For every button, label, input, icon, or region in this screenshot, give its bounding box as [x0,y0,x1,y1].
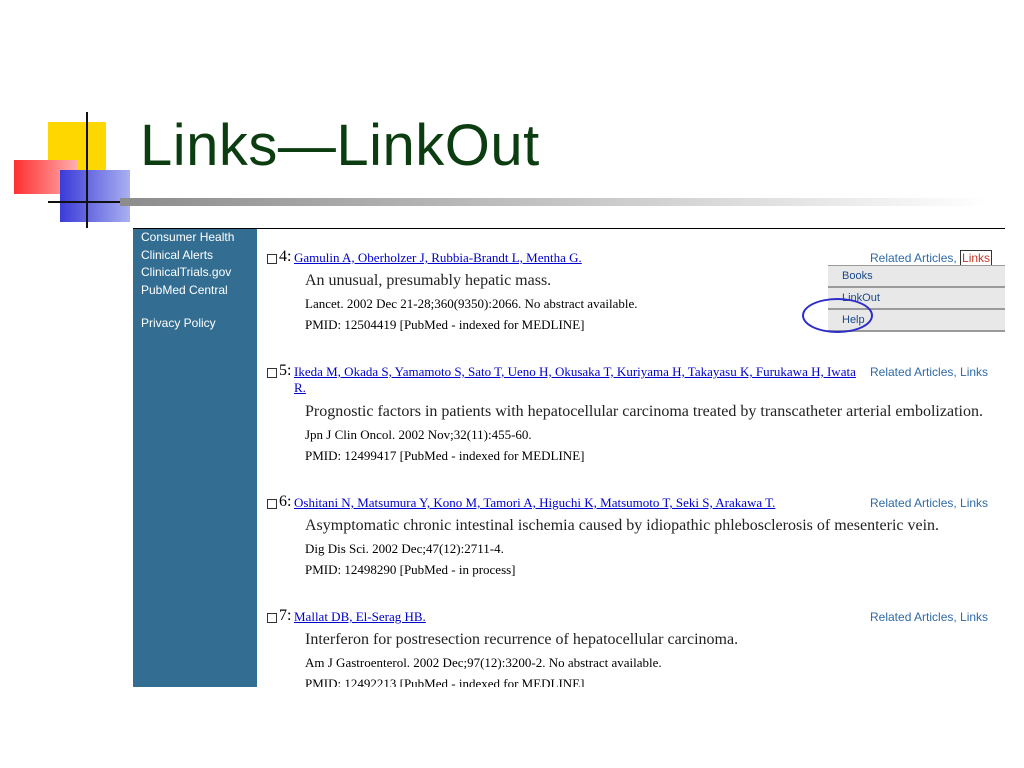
slide-title: Links—LinkOut [140,113,540,178]
result-title: Interferon for postresection recurrence … [305,631,739,648]
logo-vertical-line [86,112,88,228]
result-authors-link[interactable]: Gamulin A, Oberholzer J, Rubbia-Brandt L… [294,250,582,265]
sidebar: Consumer Health Clinical Alerts Clinical… [133,228,257,687]
separator: , [953,496,961,510]
related-articles-link[interactable]: Related Articles [870,496,954,510]
logo-blue-square [60,170,130,222]
sidebar-gap [133,299,257,315]
links-dropdown-menu: Books LinkOut Help [828,265,1005,332]
result-pmid: PMID: 12492213 [PubMed - indexed for MED… [305,676,585,687]
logo-horizontal-line [48,201,130,203]
menu-item-help[interactable]: Help [828,310,1005,332]
result-pmid: PMID: 12504419 [PubMed - indexed for MED… [305,317,585,332]
result-checkbox[interactable] [267,613,277,623]
slide-logo [0,0,140,230]
related-articles-link[interactable]: Related Articles [870,610,954,624]
result-title: An unusual, presumably hepatic mass. [305,272,552,289]
links-button[interactable]: Links [960,610,989,624]
result-checkbox[interactable] [267,368,277,378]
result-pmid: PMID: 12498290 [PubMed - in process] [305,562,516,577]
screenshot-top-border [133,228,1005,229]
result-actions: Related Articles, Links [870,609,988,625]
result-pmid: PMID: 12499417 [PubMed - indexed for MED… [305,448,585,463]
separator: , [953,610,961,624]
sidebar-link-privacy-policy[interactable]: Privacy Policy [141,316,216,330]
result-checkbox[interactable] [267,254,277,264]
result-authors-link[interactable]: Ikeda M, Okada S, Yamamoto S, Sato T, Ue… [294,364,856,395]
pubmed-screenshot: Consumer Health Clinical Alerts Clinical… [133,228,1005,687]
result-number: 5: [279,362,292,379]
title-divider [120,198,990,206]
related-articles-link[interactable]: Related Articles [870,251,954,265]
result-citation: Jpn J Clin Oncol. 2002 Nov;32(11):455-60… [305,427,532,442]
result-authors-link[interactable]: Oshitani N, Matsumura Y, Kono M, Tamori … [294,495,776,510]
result-number: 7: [279,607,292,624]
results-list: 4: Gamulin A, Oberholzer J, Rubbia-Brand… [257,228,1005,687]
result-actions: Related Articles, Links [870,250,993,266]
result-authors-link[interactable]: Mallat DB, El-Serag HB. [294,609,426,624]
links-button[interactable]: Links [960,496,989,510]
result-checkbox[interactable] [267,499,277,509]
menu-item-linkout[interactable]: LinkOut [828,288,1005,310]
result-actions: Related Articles, Links [870,495,988,511]
result-title: Prognostic factors in patients with hepa… [305,403,983,420]
sidebar-link-consumer-health[interactable]: Consumer Health [141,230,235,244]
separator: , [953,365,961,379]
links-button[interactable]: Links [960,250,993,266]
sidebar-link-clinical-trials[interactable]: ClinicalTrials.gov [141,265,232,279]
result-number: 4: [279,248,292,265]
result-citation: Lancet. 2002 Dec 21-28;360(9350):2066. N… [305,296,638,311]
result-title: Asymptomatic chronic intestinal ischemia… [305,517,940,534]
result-number: 6: [279,493,292,510]
separator: , [953,251,961,265]
sidebar-link-pubmed-central[interactable]: PubMed Central [141,282,228,297]
result-actions: Related Articles, Links [870,364,988,380]
result-citation: Am J Gastroenterol. 2002 Dec;97(12):3200… [305,655,662,670]
related-articles-link[interactable]: Related Articles [870,365,954,379]
links-button[interactable]: Links [960,365,989,379]
result-citation: Dig Dis Sci. 2002 Dec;47(12):2711-4. [305,541,504,556]
sidebar-link-clinical-alerts[interactable]: Clinical Alerts [141,247,214,262]
menu-item-books[interactable]: Books [828,265,1005,288]
